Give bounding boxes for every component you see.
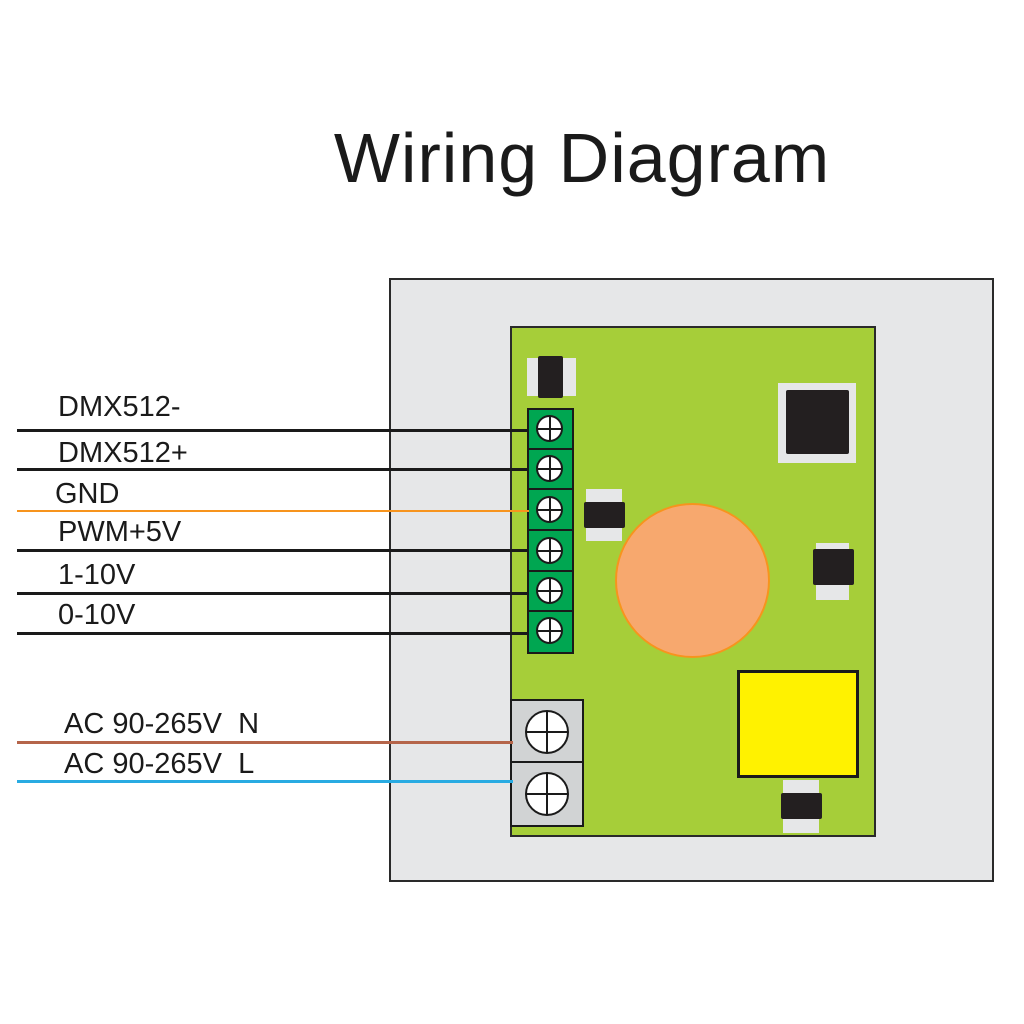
wire-ac-live [17,780,513,783]
terminal-pwm[interactable] [529,532,572,572]
wire-0-10v [17,632,529,635]
wire-ac-neutral [17,741,513,744]
terminal-dmx-minus[interactable] [529,410,572,450]
wire-dmx-minus [17,429,529,432]
control-terminal-block [527,408,574,654]
label-gnd: GND [55,478,120,510]
screw-icon [536,496,563,523]
terminal-gnd[interactable] [529,491,572,531]
wire-1-10v [17,592,529,595]
capacitor [615,503,770,658]
wire-gnd [17,510,529,512]
screw-icon [536,537,563,564]
label-dmx-minus: DMX512- [58,391,181,423]
terminal-ac-live[interactable] [512,763,582,825]
wire-dmx-plus [17,468,529,471]
screw-icon [536,455,563,482]
screw-icon [536,577,563,604]
terminal-1-10v[interactable] [529,572,572,612]
screw-icon [525,772,569,816]
terminal-0-10v[interactable] [529,612,572,652]
label-1-10v: 1-10V [58,559,136,591]
label-0-10v: 0-10V [58,599,136,631]
screw-icon [536,415,563,442]
terminal-ac-neutral[interactable] [512,701,582,763]
label-pwm: PWM+5V [58,516,182,548]
wire-pwm [17,549,529,552]
power-terminal-block [510,699,584,827]
terminal-dmx-plus[interactable] [529,450,572,490]
screw-icon [536,617,563,644]
label-ac-live: AC 90-265V L [64,748,255,780]
diagram-title: Wiring Diagram [333,119,831,197]
label-dmx-plus: DMX512+ [58,437,188,469]
screw-icon [525,710,569,754]
label-ac-neutral: AC 90-265V N [64,708,260,740]
relay-component [737,670,859,778]
